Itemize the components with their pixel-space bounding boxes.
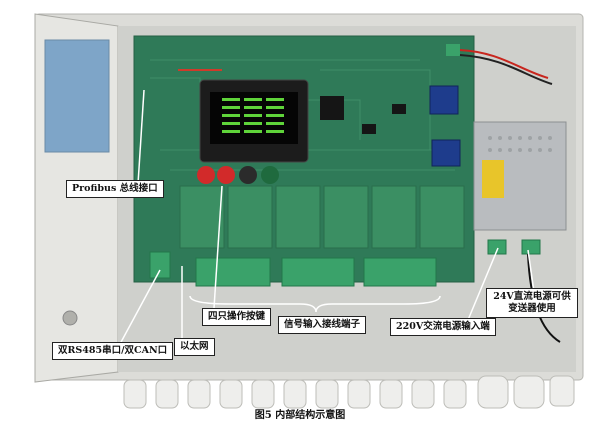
terminal-blocks — [149, 239, 541, 287]
psu-vents — [488, 136, 552, 152]
wire-red — [459, 49, 549, 79]
label-rs485-can: 双RS485串口/双CAN口 — [52, 342, 174, 360]
label-ethernet: 以太网 — [174, 338, 215, 356]
operation-button-1 — [197, 166, 215, 184]
operation-button-4 — [261, 166, 279, 184]
door-window — [44, 39, 110, 153]
label-profibus: Profibus 总线接口 — [66, 180, 164, 198]
cable-glands — [123, 375, 575, 409]
label-signal-terminals: 信号输入接线端子 — [278, 316, 367, 334]
label-buttons: 四只操作按键 — [202, 308, 272, 326]
psu-label — [482, 160, 504, 198]
ic-chip — [392, 104, 406, 114]
operation-button-2 — [217, 166, 235, 184]
display-pixels — [222, 98, 284, 133]
mcu-chip — [320, 96, 344, 120]
callout-lines — [119, 89, 535, 345]
terminal-brace — [189, 295, 441, 313]
figure-caption: 图5 内部结构示意图 — [254, 410, 346, 421]
relay-module — [429, 85, 459, 115]
label-ac-input: 220V交流电源输入端 — [390, 318, 496, 336]
wire-black — [459, 54, 553, 85]
door-screw — [62, 310, 78, 326]
power-connector — [446, 44, 460, 56]
label-dc-supply: 24V直流电源可供变送器使用 — [486, 288, 578, 318]
ic-chip — [362, 124, 376, 134]
relay-module — [431, 139, 461, 167]
signal-modules — [179, 185, 465, 249]
operation-button-3 — [239, 166, 257, 184]
